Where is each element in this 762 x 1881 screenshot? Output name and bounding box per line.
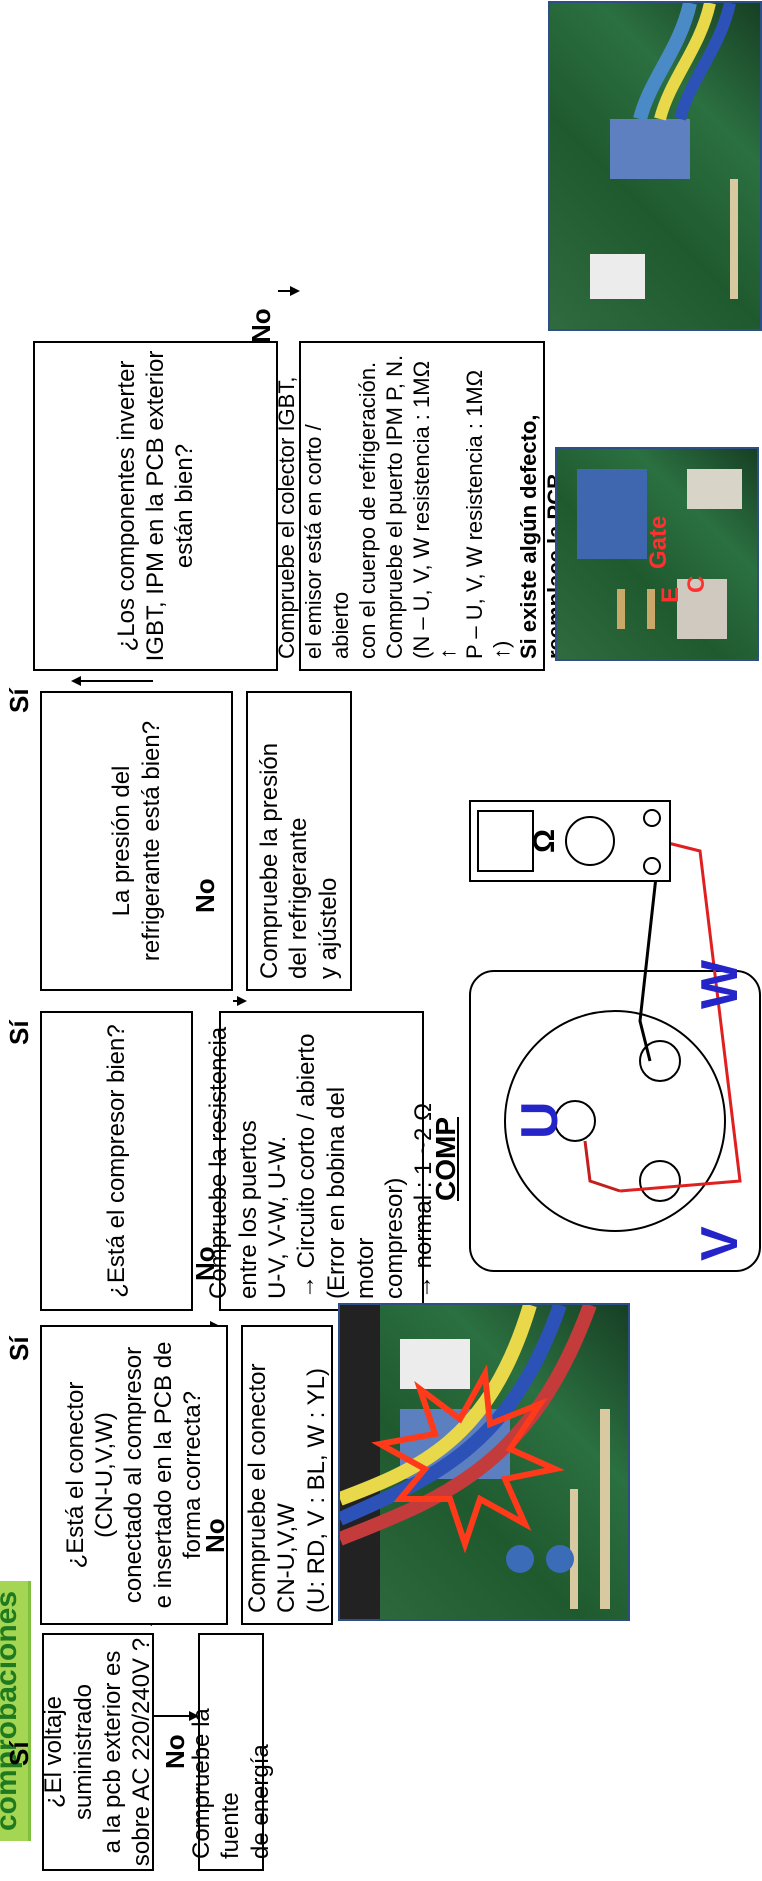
terminal-v: [639, 1160, 681, 1202]
terminal-u: [554, 1100, 596, 1142]
port-label-w: W: [691, 959, 749, 1009]
pcb-connector-photo: [338, 1303, 630, 1621]
starburst-icon: [371, 1364, 565, 1554]
e-label: E: [657, 586, 684, 603]
red-probe-wire: [583, 1140, 621, 1193]
port-label-u: U: [511, 1101, 569, 1139]
pcb-photo-art: [338, 1303, 610, 1619]
ohmmeter-display: [477, 810, 534, 872]
gate-label: Gate: [645, 515, 672, 569]
port-label-v: V: [691, 1226, 749, 1261]
pcb-ipm-art: [590, 1, 738, 299]
c-label: C: [683, 575, 710, 593]
terminal-w: [639, 1040, 681, 1082]
red-lead: [619, 839, 742, 1193]
ohm-symbol: Ω: [528, 828, 561, 853]
pcb-ipm-photo: [548, 1, 762, 331]
pcb-igbt-photo: Gate E C: [555, 447, 759, 661]
black-probe-wire: [638, 840, 662, 1062]
pcb-igbt-art: [577, 469, 742, 639]
ohmmeter-dial: [565, 816, 615, 866]
